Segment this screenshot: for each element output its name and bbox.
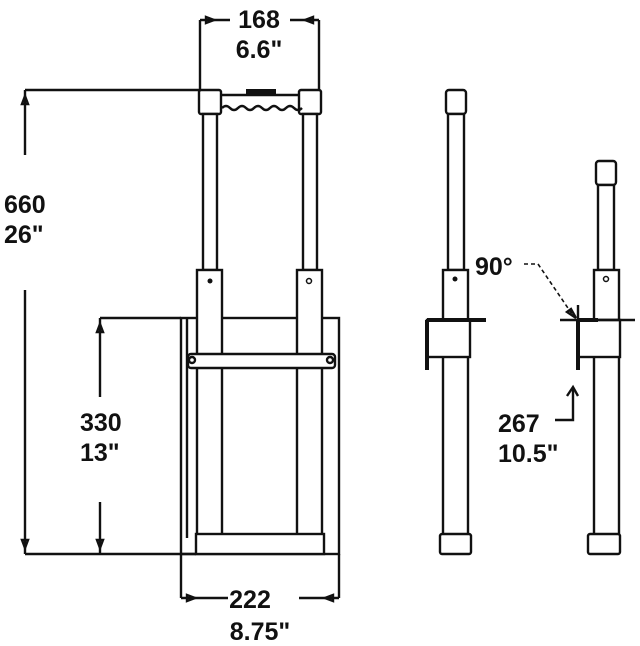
cross-bar — [186, 352, 337, 370]
lock-pin-icon — [452, 276, 458, 282]
bracket-offset-annotation: 267 10.5" — [498, 384, 580, 468]
lower-tubes — [195, 368, 324, 534]
sleeves — [195, 268, 324, 358]
handle-width-in: 6.6" — [236, 36, 283, 64]
side-view-extended — [425, 88, 486, 556]
dim-handle-width: 168 6.6" — [198, 6, 321, 90]
dim-overall-height: 660 26" — [4, 88, 199, 554]
handle-width-mm: 168 — [238, 6, 280, 34]
base-width-in: 8.75" — [230, 618, 291, 646]
handle-grip — [197, 88, 323, 116]
front-view — [179, 88, 341, 556]
lower-height-in: 13" — [80, 439, 120, 467]
dim-base-width: 222 8.75" — [179, 554, 341, 646]
base-width-mm: 222 — [229, 586, 271, 614]
side-view-angled — [560, 159, 635, 556]
bracket-offset-mm: 267 — [498, 410, 540, 438]
bracket-offset-in: 10.5" — [498, 440, 559, 468]
lock-pin-icon — [207, 278, 213, 284]
lock-pin-icon — [305, 277, 313, 285]
upper-tubes — [201, 112, 319, 272]
angle-annotation: 90° — [475, 253, 578, 319]
lower-height-mm: 330 — [80, 409, 122, 437]
overall-height-in: 26" — [4, 221, 44, 249]
lock-pin-icon — [602, 275, 610, 283]
overall-height-mm: 660 — [4, 191, 46, 219]
base-plate — [194, 532, 326, 556]
angle-label: 90° — [475, 253, 513, 281]
dim-lower-height: 330 13" — [25, 316, 196, 556]
